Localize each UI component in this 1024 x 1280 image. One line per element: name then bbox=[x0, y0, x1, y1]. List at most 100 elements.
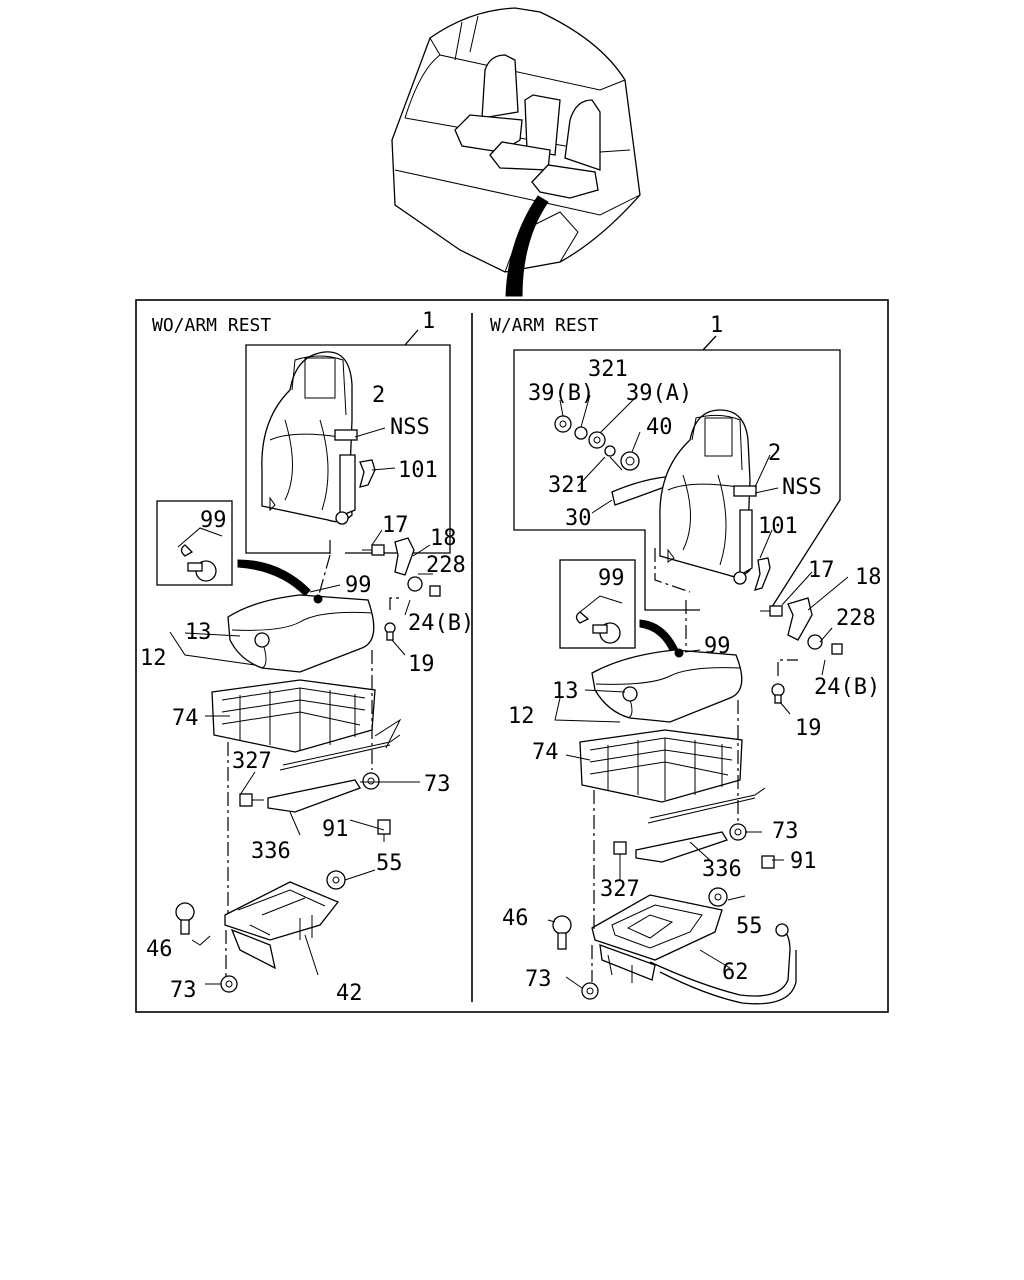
seat-bracket bbox=[267, 779, 361, 813]
panel-heading: WO/ARM REST bbox=[152, 315, 271, 336]
bolt-91 bbox=[761, 855, 775, 869]
washer-24b bbox=[807, 634, 823, 650]
bolt-46 bbox=[175, 902, 195, 935]
callout-30: 30 bbox=[565, 506, 592, 531]
callout-73-lower: 73 bbox=[170, 978, 197, 1003]
clip-19 bbox=[771, 683, 785, 704]
seat-cushion bbox=[227, 594, 375, 673]
callout-39a: 39(A) bbox=[626, 381, 692, 406]
callout-321-upper: 321 bbox=[588, 357, 628, 382]
callout-327: 327 bbox=[600, 877, 640, 902]
seat-bracket bbox=[635, 831, 728, 863]
clip-19 bbox=[384, 622, 396, 641]
callout-1: 1 bbox=[710, 313, 723, 338]
callout-17: 17 bbox=[382, 513, 409, 538]
callout-74: 74 bbox=[172, 706, 199, 731]
callout-46: 46 bbox=[146, 937, 173, 962]
callout-nss: NSS bbox=[390, 415, 430, 440]
nut-73-upper bbox=[729, 823, 747, 841]
callout-18: 18 bbox=[430, 526, 457, 551]
callout-24b: 24(B) bbox=[408, 611, 474, 636]
callout-55: 55 bbox=[736, 914, 763, 939]
callout-336: 336 bbox=[251, 839, 291, 864]
callout-74: 74 bbox=[532, 740, 559, 765]
bolt-91 bbox=[377, 819, 391, 842]
seat-back bbox=[659, 409, 757, 585]
washer-321-lower bbox=[604, 445, 616, 457]
callout-13: 13 bbox=[552, 679, 579, 704]
panel-with-arm-rest: W/ARM REST bbox=[490, 313, 882, 1005]
callout-24b: 24(B) bbox=[814, 675, 880, 700]
callout-101: 101 bbox=[398, 458, 438, 483]
trim-cover-18 bbox=[394, 537, 415, 576]
callout-99: 99 bbox=[704, 634, 731, 659]
callout-19: 19 bbox=[795, 716, 822, 741]
callout-336: 336 bbox=[702, 857, 742, 882]
nut-73-lower bbox=[581, 982, 599, 1000]
callout-2: 2 bbox=[372, 383, 385, 408]
callout-228: 228 bbox=[836, 606, 876, 631]
bolt-17 bbox=[362, 544, 385, 556]
nut-73-lower bbox=[220, 975, 238, 993]
callout-18: 18 bbox=[855, 565, 882, 590]
inset-detail-99 bbox=[559, 559, 636, 649]
nut-39b bbox=[554, 415, 572, 433]
callout-nss: NSS bbox=[782, 475, 822, 500]
callout-13: 13 bbox=[185, 620, 212, 645]
callout-91: 91 bbox=[790, 849, 817, 874]
callout-46: 46 bbox=[502, 906, 529, 931]
callout-2: 2 bbox=[768, 441, 781, 466]
arm-rest-30 bbox=[611, 476, 671, 506]
callout-19: 19 bbox=[408, 652, 435, 677]
seat-back bbox=[261, 351, 358, 525]
callout-228: 228 bbox=[426, 553, 466, 578]
bolt-327 bbox=[613, 841, 627, 862]
callout-42: 42 bbox=[336, 981, 363, 1006]
nut-40 bbox=[620, 451, 640, 471]
seat-base-frame bbox=[224, 881, 340, 970]
callout-321-lower: 321 bbox=[548, 473, 588, 498]
arrow-to-99 bbox=[237, 559, 311, 597]
seat-cushion bbox=[591, 648, 743, 723]
panel-heading: W/ARM REST bbox=[490, 315, 599, 336]
callout-62: 62 bbox=[722, 960, 749, 985]
callout-73-upper: 73 bbox=[772, 819, 799, 844]
trim-cover-18 bbox=[787, 597, 813, 641]
diagram-frame bbox=[135, 299, 889, 1013]
callout-40: 40 bbox=[646, 415, 673, 440]
nut-73-upper bbox=[362, 772, 380, 790]
slide-rail-frame bbox=[211, 679, 401, 771]
bolt-228 bbox=[831, 643, 843, 655]
callout-39b: 39(B) bbox=[528, 381, 594, 406]
callout-55: 55 bbox=[376, 851, 403, 876]
cab-overview-illustration bbox=[391, 7, 641, 297]
callout-73-upper: 73 bbox=[424, 772, 451, 797]
slide-rail-frame bbox=[579, 729, 766, 824]
bolt-228 bbox=[429, 585, 441, 597]
callout-12: 12 bbox=[508, 704, 535, 729]
seat-base-frame bbox=[591, 894, 797, 1005]
bolt-46 bbox=[552, 915, 572, 950]
washer-24b bbox=[407, 576, 423, 592]
callout-91: 91 bbox=[322, 817, 349, 842]
callout-1: 1 bbox=[422, 309, 435, 334]
washer-321-upper bbox=[574, 426, 588, 440]
inset-detail-99 bbox=[156, 500, 233, 586]
callout-101: 101 bbox=[758, 514, 798, 539]
callout-99-inset: 99 bbox=[200, 508, 227, 533]
recline-lever bbox=[754, 557, 771, 591]
callout-327: 327 bbox=[232, 749, 272, 774]
callout-73-lower: 73 bbox=[525, 967, 552, 992]
callout-12: 12 bbox=[140, 646, 167, 671]
recline-lever bbox=[359, 459, 376, 488]
bolt-17 bbox=[760, 605, 783, 617]
callout-99: 99 bbox=[345, 573, 372, 598]
nut-55 bbox=[708, 887, 728, 907]
nut-55 bbox=[326, 870, 346, 890]
panel-without-arm-rest: WO/ARM REST bbox=[140, 309, 474, 1006]
nut-39a bbox=[588, 431, 606, 449]
bolt-327 bbox=[239, 793, 264, 807]
callout-17: 17 bbox=[808, 558, 835, 583]
callout-99-inset: 99 bbox=[598, 566, 625, 591]
